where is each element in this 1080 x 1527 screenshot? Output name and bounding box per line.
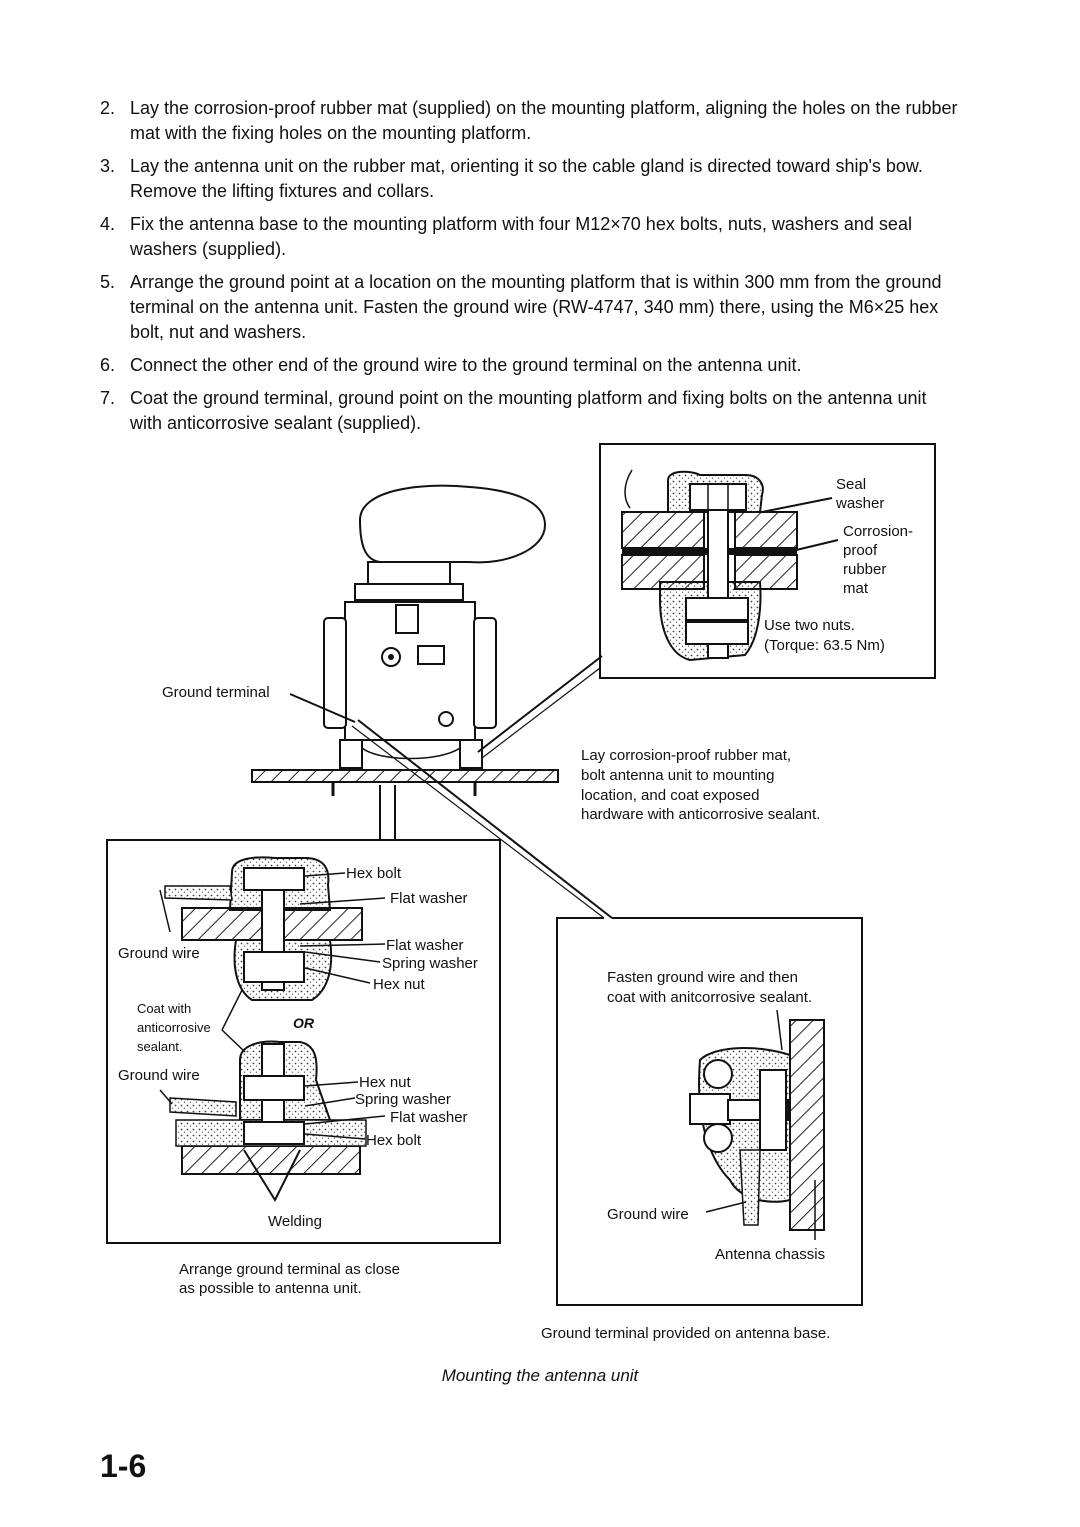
- step-number: 5.: [100, 272, 116, 292]
- mount-note-line-2: bolt antenna unit to mounting: [581, 767, 775, 784]
- step-text: Lay the corrosion-proof rubber mat (supp…: [130, 98, 958, 143]
- step-text: Lay the antenna unit on the rubber mat, …: [130, 156, 923, 201]
- rubber-mat-label-3: rubber: [843, 561, 887, 578]
- coat-label-2: anticorrosive: [137, 1020, 211, 1035]
- page-number: 1-6: [100, 1448, 147, 1484]
- step-item: 4. Fix the antenna base to the mounting p…: [100, 212, 960, 262]
- step-item: 2. Lay the corrosion-proof rubber mat (su…: [100, 96, 960, 146]
- left-note-line-2: as possible to antenna unit.: [179, 1280, 362, 1297]
- antenna-chassis-label: Antenna chassis: [715, 1246, 826, 1263]
- hex-bolt-label: Hex bolt: [346, 865, 402, 882]
- flat-washer-label: Flat washer: [386, 937, 464, 954]
- ground-wire-label-1: Ground wire: [118, 945, 200, 962]
- step-item: 5. Arrange the ground point at a location…: [100, 270, 960, 345]
- step-item: 6. Connect the other end of the ground wi…: [100, 353, 960, 378]
- right-note: Ground terminal provided on antenna base…: [541, 1325, 831, 1342]
- right-box-note-2: coat with anitcorrosive sealant.: [607, 989, 813, 1006]
- flat-washer-label-2: Flat washer: [390, 1109, 468, 1126]
- step-item: 7. Coat the ground terminal, ground point…: [100, 386, 960, 436]
- seal-washer-detail: [599, 443, 936, 679]
- step-text: Coat the ground terminal, ground point o…: [130, 388, 927, 433]
- step-number: 6.: [100, 355, 116, 375]
- flat-washer-top-label: Flat washer: [390, 890, 468, 907]
- step-text: Fix the antenna base to the mounting pla…: [130, 214, 912, 259]
- spring-washer-label-2: Spring washer: [355, 1091, 451, 1108]
- rubber-mat-label-4: mat: [843, 580, 869, 597]
- ground-point-detail: [106, 839, 501, 1244]
- step-text: Connect the other end of the ground wire…: [130, 355, 802, 375]
- nuts-note-1: Use two nuts.: [764, 617, 855, 634]
- welding-label: Welding: [268, 1213, 322, 1230]
- left-note-line-1: Arrange ground terminal as close: [179, 1261, 400, 1278]
- right-box-ground-wire-label: Ground wire: [607, 1206, 689, 1223]
- nuts-note-2: (Torque: 63.5 Nm): [764, 637, 885, 654]
- coat-label-1: Coat with: [137, 1001, 192, 1016]
- mount-note-line-1: Lay corrosion-proof rubber mat,: [581, 747, 792, 764]
- rubber-mat-label-2: proof: [843, 542, 878, 559]
- seal-washer-label-1: Seal: [836, 476, 867, 493]
- mount-note-line-4: hardware with anticorrosive sealant.: [581, 806, 821, 823]
- step-number: 2.: [100, 98, 116, 118]
- step-item: 3. Lay the antenna unit on the rubber mat…: [100, 154, 960, 204]
- step-number: 3.: [100, 156, 116, 176]
- coat-label-3: sealant.: [137, 1039, 183, 1054]
- right-box-note-1: Fasten ground wire and then: [607, 969, 798, 986]
- seal-washer-label-2: washer: [836, 495, 885, 512]
- or-label: OR: [293, 1015, 314, 1031]
- hex-bolt-label-2: Hex bolt: [366, 1132, 422, 1149]
- hex-nut-label: Hex nut: [373, 976, 425, 993]
- mount-note-line-3: location, and coat exposed: [581, 787, 760, 804]
- step-text: Arrange the ground point at a location o…: [130, 272, 942, 342]
- step-number: 7.: [100, 388, 116, 408]
- spring-washer-label: Spring washer: [382, 955, 478, 972]
- ground-wire-label-2: Ground wire: [118, 1067, 200, 1084]
- ground-terminal-detail: [556, 917, 863, 1306]
- ground-terminal-label: Ground terminal: [162, 684, 270, 701]
- rubber-mat-label-1: Corrosion-: [843, 523, 914, 540]
- step-number: 4.: [100, 214, 116, 234]
- antenna-unit-drawing: [251, 484, 613, 919]
- installation-steps: 2. Lay the corrosion-proof rubber mat (su…: [100, 96, 960, 444]
- figure-caption: Mounting the antenna unit: [441, 1366, 639, 1385]
- hex-nut-label-2: Hex nut: [359, 1074, 411, 1091]
